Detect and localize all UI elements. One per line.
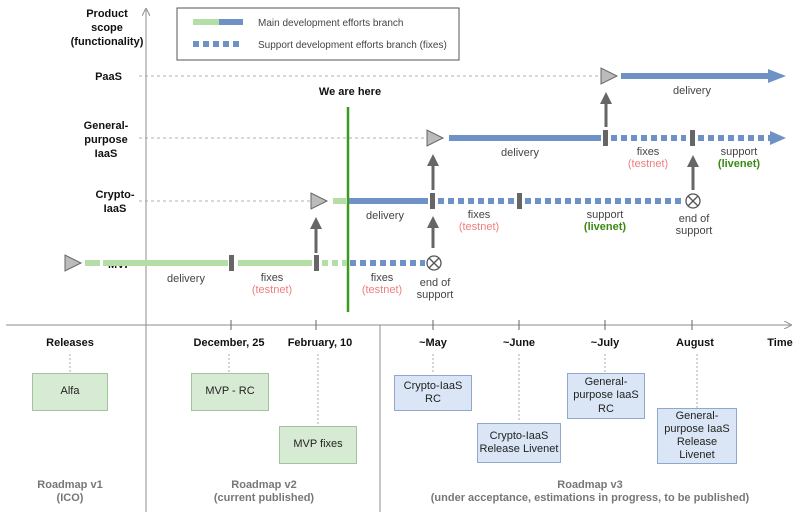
roadmap-v3-title: Roadmap v3 (557, 479, 622, 491)
crypto-start-triangle (310, 192, 329, 210)
release-crypto-livenet-line1: Crypto-IaaS (489, 429, 549, 442)
mvp-delivery-label: delivery (167, 273, 205, 285)
we-are-here-label: We are here (319, 86, 381, 98)
timeline-dec: December, 25 (194, 337, 265, 349)
crypto-end-of-support-icon (685, 193, 701, 209)
timeline-may: ~May (419, 337, 448, 349)
general-delivery-label: delivery (501, 147, 539, 159)
release-gp-rc: General- purpose IaaS RC (567, 373, 645, 419)
arrow-mvp-to-crypto (310, 217, 322, 253)
crypto-end-label-1: end of (679, 213, 711, 225)
release-gp-rc-line3: RC (598, 402, 614, 415)
mvp-fixes-testnet: (testnet) (252, 284, 292, 296)
crypto-fixes-label: fixes (468, 209, 491, 221)
timeline-feb: February, 10 (288, 337, 353, 349)
marker-dec (229, 255, 234, 271)
mvp-end-of-support-icon (426, 255, 442, 271)
y-axis-title-line2: scope (91, 22, 123, 34)
release-gp-livenet-line2: purpose IaaS (664, 422, 730, 435)
release-crypto-rc: Crypto-IaaS RC (394, 375, 472, 411)
legend-main-label: Main development efforts branch (258, 18, 403, 29)
general-support-label: support (721, 146, 758, 158)
scope-paas: PaaS (95, 71, 122, 83)
mvp-fixes2-testnet: (testnet) (362, 284, 402, 296)
crypto-support-label: support (587, 209, 624, 221)
timeline-june: ~June (503, 337, 535, 349)
general-support-livenet: (livenet) (718, 158, 761, 170)
roadmap-v3-sub: (under acceptance, estimations in progre… (431, 492, 750, 504)
x-axis-title: Time (767, 337, 792, 349)
release-gp-livenet-line4: Livenet (679, 449, 715, 462)
crypto-fixes-testnet: (testnet) (459, 221, 499, 233)
y-axis-title-line3: (functionality) (71, 36, 144, 48)
release-gp-livenet-line1: General- (675, 409, 719, 422)
mvp-start-triangle (64, 254, 83, 272)
scope-crypto-1: Crypto- (95, 189, 134, 201)
marker-august (690, 130, 695, 146)
release-crypto-livenet: Crypto-IaaS Release Livenet (477, 423, 561, 463)
release-mvp-fixes: MVP fixes (279, 426, 357, 464)
mvp-end-label-2: support (417, 289, 454, 301)
legend-box (176, 7, 460, 61)
scope-general-1: General- (84, 120, 129, 132)
crypto-delivery-label: delivery (366, 210, 404, 222)
arrow-general-to-paas (600, 92, 612, 127)
y-axis-title-line1: Product (86, 8, 128, 20)
general-fixes-label: fixes (637, 146, 660, 158)
paas-delivery-label: delivery (673, 85, 711, 97)
roadmap-v2-sub: (current published) (214, 492, 315, 504)
release-mvp-rc-label: MVP - RC (205, 385, 255, 398)
scope-general-2: purpose (84, 134, 127, 146)
roadmap-v2-title: Roadmap v2 (231, 479, 296, 491)
marker-feb (314, 255, 319, 271)
marker-july (603, 130, 608, 146)
marker-june (517, 193, 522, 209)
crypto-end-label-2: support (676, 225, 713, 237)
arrow-mvp-to-crypto-second (427, 216, 439, 248)
release-mvp-rc: MVP - RC (191, 373, 269, 411)
release-gp-livenet-line3: Release (676, 436, 718, 448)
mvp-fixes-label: fixes (261, 272, 284, 284)
general-start-triangle (426, 129, 445, 147)
arrow-crypto-to-general-second (687, 155, 699, 190)
release-mvp-fixes-label: MVP fixes (293, 438, 343, 451)
release-crypto-rc-line1: Crypto-IaaS (403, 379, 463, 392)
release-alfa-label: Alfa (60, 385, 80, 398)
paas-delivery-arrowhead (768, 69, 786, 83)
release-gp-livenet: General- purpose IaaS Release Livenet (657, 408, 737, 464)
scope-crypto-2: IaaS (104, 203, 127, 215)
general-fixes-testnet: (testnet) (628, 158, 668, 170)
release-gp-rc-line1: General- (584, 376, 628, 389)
paas-start-triangle (600, 67, 619, 85)
legend-support-label: Support development efforts branch (fixe… (258, 40, 447, 51)
general-support-arrowhead (770, 131, 786, 145)
crypto-support-livenet: (livenet) (584, 221, 627, 233)
mvp-fixes2-label: fixes (371, 272, 394, 284)
roadmap-v1-title: Roadmap v1 (37, 479, 102, 491)
release-alfa: Alfa (32, 373, 108, 411)
timeline-releases: Releases (46, 337, 94, 349)
release-crypto-livenet-line2: Release Livenet (479, 443, 559, 455)
arrow-crypto-to-general (427, 154, 439, 190)
marker-may (430, 193, 435, 209)
timeline-august: August (676, 337, 714, 349)
mvp-end-label-1: end of (420, 277, 452, 289)
roadmap-v1-sub: (ICO) (57, 492, 84, 504)
timeline-july: ~July (591, 337, 620, 349)
release-crypto-rc-line2: RC (425, 393, 441, 405)
release-gp-rc-line2: purpose IaaS (573, 389, 639, 402)
scope-general-3: IaaS (95, 148, 118, 160)
